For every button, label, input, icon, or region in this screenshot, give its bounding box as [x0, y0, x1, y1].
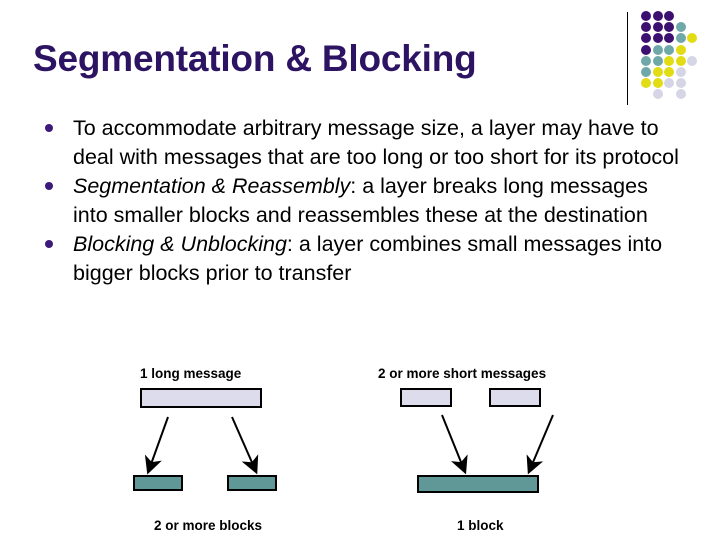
diagram-arrow	[526, 414, 554, 475]
logo-dot-teal	[675, 22, 686, 33]
list-item-text: To accommodate arbitrary message size, a…	[73, 114, 688, 171]
logo-dot-purple	[652, 22, 663, 33]
logo-dot-yellow	[652, 78, 663, 89]
logo-dot-light	[652, 89, 663, 100]
logo-dot-yellow	[652, 67, 663, 77]
list-item: Blocking & Unblocking: a layer combines …	[38, 230, 688, 287]
diagram-label-one-long-message: 1 long message	[140, 366, 242, 381]
logo-dot-purple	[641, 22, 651, 33]
bullet-disc-icon	[45, 240, 53, 248]
diagram-label-one-block: 1 block	[457, 518, 504, 533]
diagram-arrows	[144, 414, 554, 475]
logo-dot-teal	[641, 67, 651, 77]
logo-dot-yellow	[675, 55, 686, 66]
list-item: To accommodate arbitrary message size, a…	[38, 114, 688, 171]
list-item-emphasis: Blocking & Unblocking	[73, 232, 287, 256]
logo-dot-yellow	[641, 78, 651, 89]
logo-dot-light	[675, 89, 686, 100]
list-item-text: Blocking & Unblocking: a layer combines …	[73, 230, 688, 287]
logo-dot-teal	[664, 44, 675, 55]
diagram-arrow	[231, 416, 259, 475]
bullet-disc-icon	[45, 124, 53, 132]
diagram-label-two-or-more-blocks: 2 or more blocks	[154, 518, 263, 533]
logo-dot-light	[664, 78, 675, 89]
list-item-body: To accommodate arbitrary message size, a…	[73, 116, 679, 169]
logo-dot-light	[687, 55, 698, 66]
logo-dot-purple	[641, 44, 651, 55]
diagram-box-short-message	[400, 388, 452, 407]
logo-dot-purple	[641, 33, 651, 44]
logo-dot-purple	[652, 11, 663, 21]
dot-matrix-logo-icon	[641, 11, 715, 103]
logo-dot-light	[675, 67, 686, 77]
header-divider	[627, 12, 628, 105]
list-item-body: : a layer breaks long messages into smal…	[73, 174, 648, 227]
logo-dot-teal	[675, 33, 686, 44]
bullet-disc-icon	[45, 182, 53, 190]
list-item-text: Segmentation & Reassembly: a layer break…	[73, 172, 688, 229]
diagram-box-combined-block	[417, 475, 539, 493]
logo-dot-yellow	[687, 33, 698, 44]
logo-dot-purple	[664, 11, 675, 21]
diagram-arrow	[144, 416, 169, 475]
logo-dot-yellow	[664, 55, 675, 66]
logo-dot-teal	[641, 55, 651, 66]
page-title: Segmentation & Blocking	[33, 38, 477, 79]
logo-dot-purple	[664, 33, 675, 44]
bullet-list: To accommodate arbitrary message size, a…	[38, 114, 688, 288]
diagram-label-two-or-more-short-messages: 2 or more short messages	[378, 366, 547, 381]
logo-dot-purple	[652, 33, 663, 44]
logo-dot-teal	[652, 44, 663, 55]
logo-dot-yellow	[675, 44, 686, 55]
diagram-box-block	[133, 475, 183, 491]
diagram-box-block	[227, 475, 277, 491]
list-item-body: : a layer combines small messages into b…	[73, 232, 663, 285]
list-item-emphasis: Segmentation & Reassembly	[73, 174, 351, 198]
logo-dot-yellow	[664, 67, 675, 77]
logo-dot-teal	[652, 55, 663, 66]
diagram-arrow	[441, 414, 468, 475]
list-item: Segmentation & Reassembly: a layer break…	[38, 172, 688, 229]
diagram-box-short-message	[489, 388, 541, 407]
segmentation-blocking-diagram: 1 long message 2 or more blocks 2 or mor…	[0, 355, 720, 540]
logo-dot-purple	[641, 11, 651, 21]
logo-dot-light	[675, 78, 686, 89]
diagram-box-long-message	[140, 388, 262, 408]
logo-dot-purple	[664, 22, 675, 33]
